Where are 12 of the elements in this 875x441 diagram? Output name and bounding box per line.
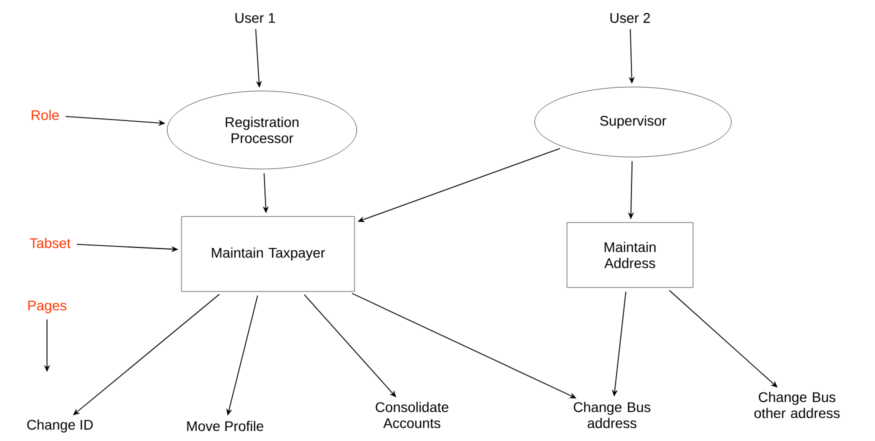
label-text: User 1 <box>235 13 275 23</box>
label-text: Pages <box>28 300 66 314</box>
label-text: Consolidate Accounts <box>376 402 448 428</box>
label-text: Tabset <box>30 238 71 248</box>
label-text: Move Profile <box>187 420 264 432</box>
label-text: User 2 <box>610 13 650 23</box>
label-text: Change Bus address <box>574 402 650 428</box>
label-text: Change ID <box>27 419 93 432</box>
label-text: Role <box>32 110 59 120</box>
tabset-box: Maintain Address <box>566 222 694 288</box>
label-text: Change Bus other address <box>754 392 840 418</box>
tabset-box: Maintain Taxpayer <box>181 216 355 292</box>
